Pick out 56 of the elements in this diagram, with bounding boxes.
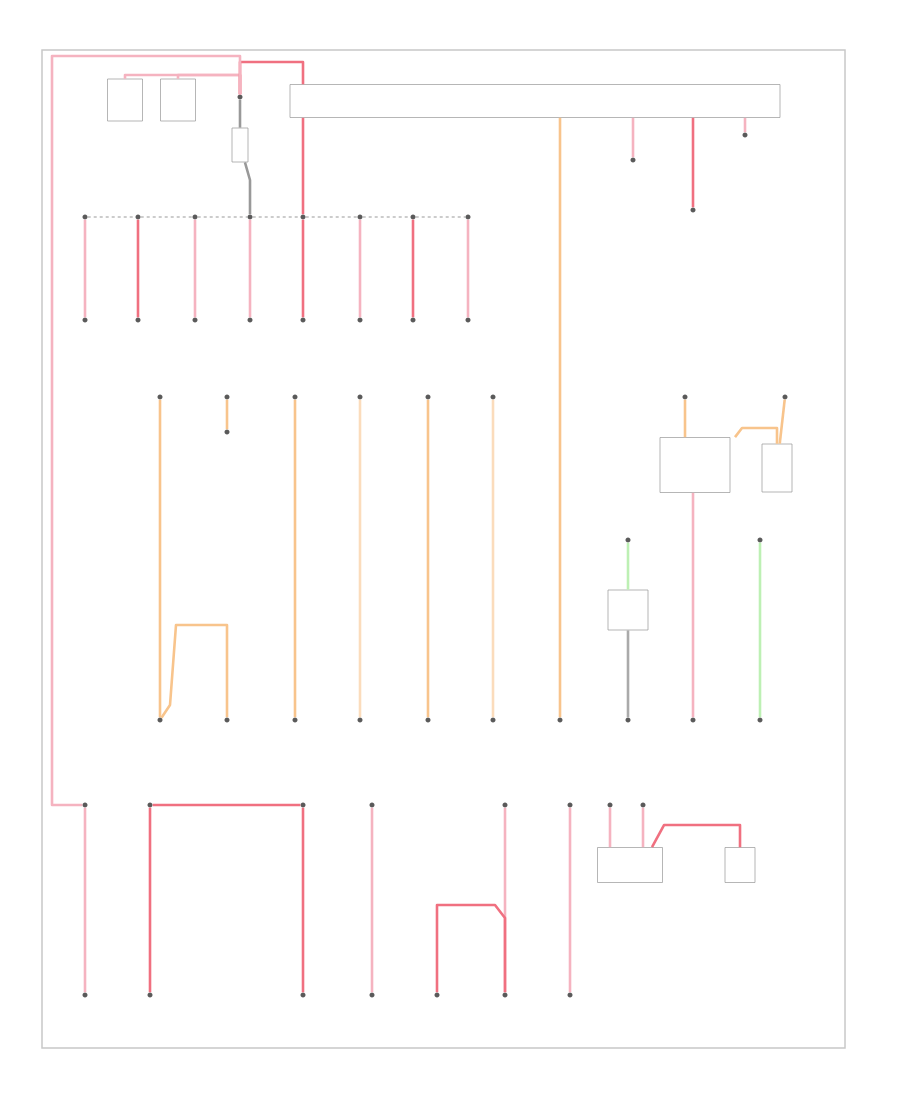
component-box — [289, 84, 781, 118]
wire — [415, 216, 466, 218]
wire — [50, 54, 242, 807]
wire — [83, 807, 87, 993]
wire — [743, 117, 747, 133]
component-box — [607, 589, 649, 631]
wire — [136, 219, 140, 318]
wire — [426, 399, 430, 718]
wire — [293, 399, 297, 718]
wire — [568, 807, 572, 993]
component-box — [597, 847, 663, 883]
wire — [243, 162, 252, 215]
wire — [83, 219, 87, 318]
wire — [691, 117, 695, 208]
component-box — [160, 78, 196, 122]
wire — [362, 216, 411, 218]
wire — [370, 807, 374, 993]
wire — [758, 542, 762, 718]
wire — [252, 216, 301, 218]
wire — [435, 903, 507, 993]
component-box — [107, 78, 143, 122]
wire — [691, 492, 695, 718]
wire — [778, 399, 786, 444]
component-box — [724, 847, 756, 883]
component-box — [231, 127, 249, 163]
component-box — [659, 437, 731, 493]
wire — [301, 117, 305, 215]
wire — [631, 117, 635, 158]
wire — [608, 807, 612, 848]
component-box — [761, 443, 793, 493]
wire — [225, 399, 229, 430]
wire — [160, 623, 229, 719]
wire — [193, 219, 197, 318]
wire — [733, 426, 779, 444]
wire — [466, 219, 470, 318]
wire — [148, 807, 152, 993]
wire — [248, 219, 252, 318]
wire — [87, 216, 136, 218]
wire — [683, 399, 687, 438]
wire — [626, 542, 630, 590]
wire — [558, 117, 562, 718]
wire — [305, 216, 358, 218]
wire — [152, 803, 301, 807]
wire — [140, 216, 193, 218]
wire — [238, 99, 242, 128]
wire — [158, 399, 162, 718]
wire — [301, 807, 305, 993]
wire — [197, 216, 248, 218]
wire — [491, 399, 495, 718]
wire — [641, 807, 645, 848]
wire — [626, 630, 630, 718]
wire — [411, 219, 415, 318]
wire — [358, 219, 362, 318]
wire — [358, 399, 362, 718]
wire — [301, 219, 305, 318]
wire — [650, 823, 742, 848]
